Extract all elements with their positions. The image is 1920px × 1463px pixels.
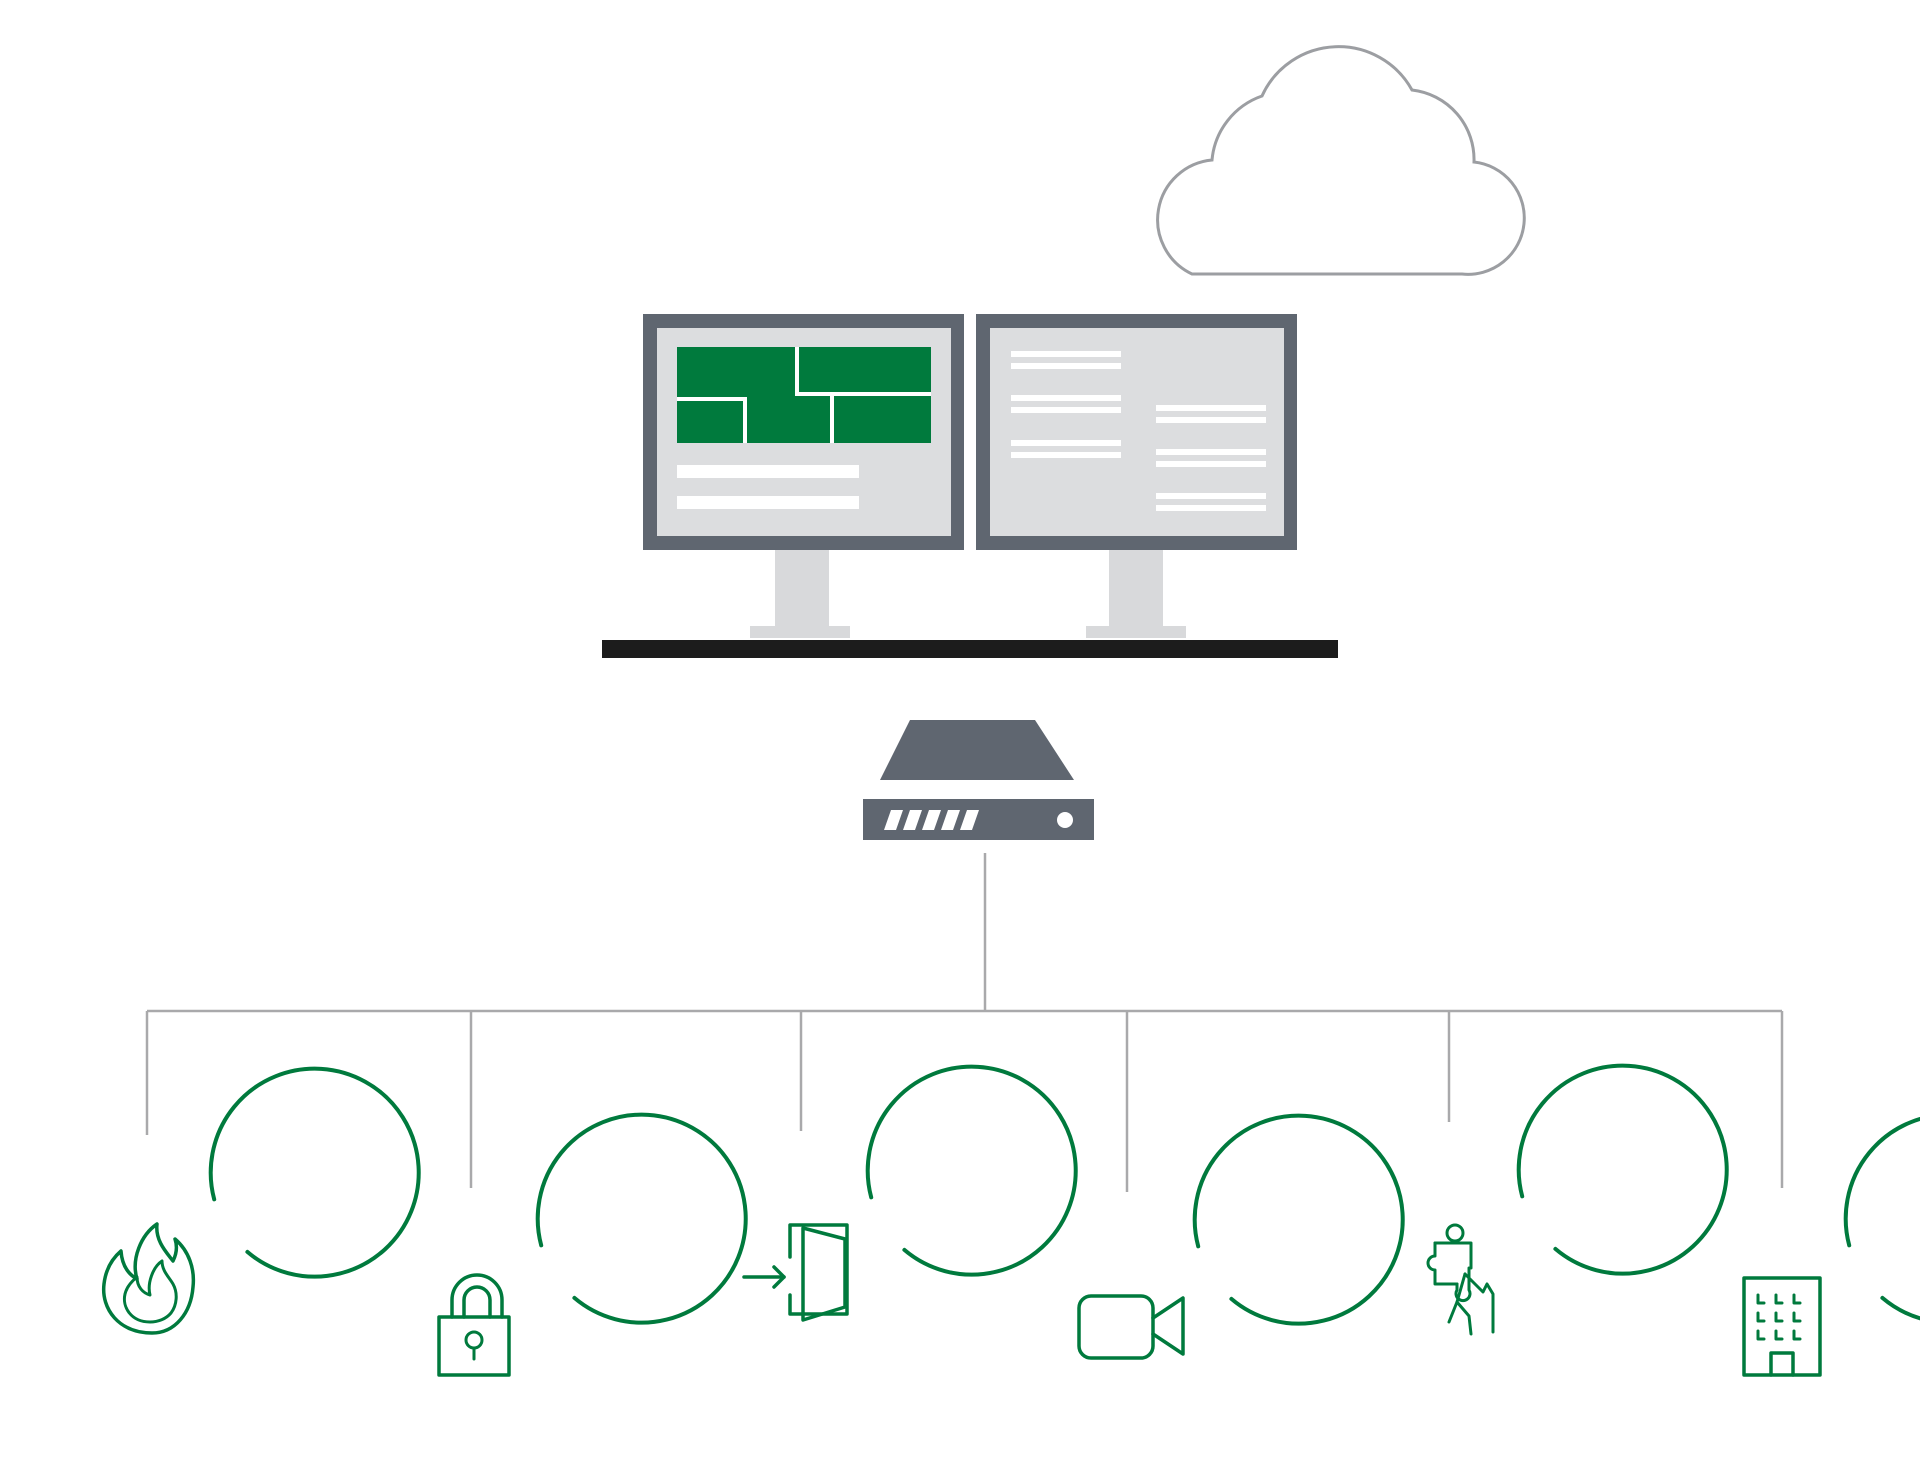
dual-monitor-icon	[602, 314, 1338, 658]
devices	[101, 1063, 1920, 1377]
door-entry-device	[742, 1064, 1078, 1322]
left-monitor-stand	[775, 548, 829, 632]
connector-lines	[145, 853, 1784, 1192]
floor-plan-graphic	[677, 347, 931, 443]
cloud-icon	[1156, 45, 1526, 276]
padlock-device	[437, 1112, 748, 1377]
right-monitor-stand	[1109, 548, 1163, 632]
video-camera-device	[1077, 1113, 1405, 1360]
padlock-icon	[437, 1273, 511, 1377]
left-monitor-stand-base	[750, 626, 850, 638]
fire-device	[101, 1066, 421, 1335]
video-camera-icon	[1077, 1294, 1185, 1360]
building-icon	[1742, 1276, 1822, 1377]
right-monitor-stand-base	[1086, 626, 1186, 638]
desk-bar	[602, 640, 1338, 658]
server-appliance-icon	[863, 720, 1094, 840]
building-device	[1742, 1116, 1920, 1377]
server-power-light	[1057, 812, 1073, 828]
right-monitor	[976, 314, 1297, 550]
server-vent-slots	[884, 810, 979, 830]
fire-icon	[101, 1222, 196, 1335]
intrusion-figure-icon	[1426, 1223, 1495, 1336]
text-lines-graphic	[1011, 351, 1266, 511]
door-entry-icon	[742, 1223, 849, 1322]
left-monitor	[643, 314, 964, 550]
intrusion-device	[1426, 1063, 1729, 1336]
